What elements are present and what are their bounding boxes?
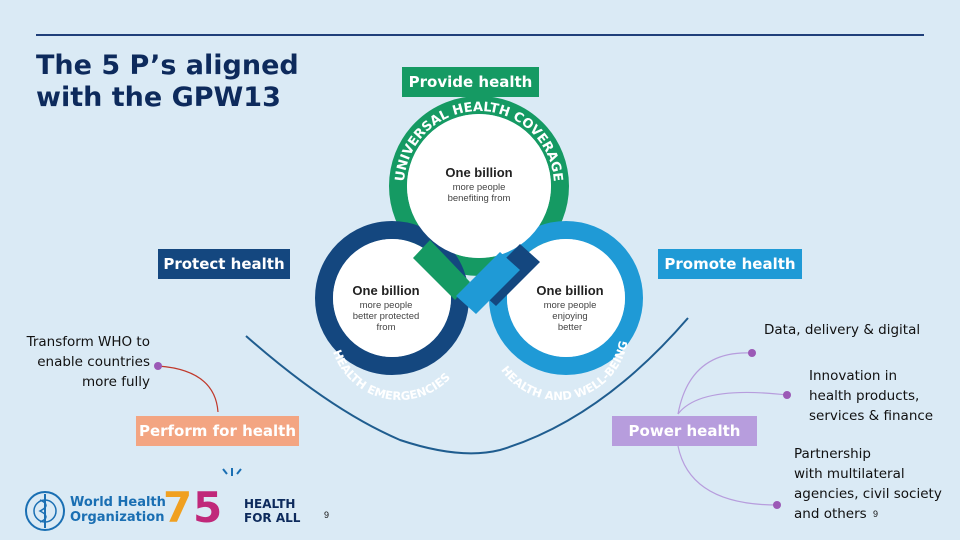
note-transform: Transform WHO to enable countries more f…	[20, 332, 150, 392]
uhc-line1: more people	[453, 182, 506, 193]
swoosh-line	[245, 317, 689, 455]
note-partnership-line: Partnership	[794, 446, 871, 462]
top-rule	[36, 34, 924, 36]
uhc-center	[407, 114, 551, 258]
power-connector-data	[677, 352, 753, 415]
tag-protect-health: Protect health	[158, 249, 290, 279]
power-dot-data	[748, 349, 756, 357]
who-wordmark-line1: World Health	[70, 495, 166, 510]
note-transform-line: enable countries	[37, 354, 150, 370]
note-partnership-line: agencies, civil society	[794, 486, 942, 502]
emergencies-headline: One billion	[352, 283, 419, 298]
tag-perform-for-health: Perform for health	[136, 416, 299, 446]
anniversary-75-logo: 7 5	[163, 468, 242, 532]
note-partnership-line: with multilateral	[794, 466, 905, 482]
tag-provide-health: Provide health	[402, 67, 539, 97]
hfa-line1: HEALTH	[244, 497, 296, 511]
emergencies-center	[333, 239, 451, 357]
tag-power-health: Power health	[612, 416, 757, 446]
uhc-line2: benefiting from	[448, 193, 511, 204]
wellbeing-line2: enjoying	[552, 311, 587, 322]
wellbeing-center	[507, 239, 625, 357]
note-innovation-line: health products,	[809, 388, 920, 404]
wellbeing-line3: better	[558, 322, 582, 333]
health-for-all-wordmark: HEALTH FOR ALL	[244, 497, 300, 525]
emergencies-line1: more people	[360, 300, 413, 311]
page-title: The 5 P’s aligned with the GPW13	[36, 50, 299, 113]
weave-blue	[456, 252, 520, 314]
anniv-five: 5	[193, 483, 222, 532]
perform-connector-dot	[154, 362, 162, 370]
emergencies-line3: from	[377, 322, 396, 333]
emergencies-line2: better protected	[353, 311, 420, 322]
tag-promote-health: Promote health	[658, 249, 802, 279]
page-number-right: 9	[873, 509, 879, 519]
who-wordmark-line2: Organization	[70, 510, 165, 525]
note-transform-line: more fully	[81, 374, 150, 390]
power-connector-partnership	[677, 445, 778, 506]
power-connector-innovation	[677, 391, 788, 415]
note-partnership: Partnership with multilateral agencies, …	[794, 444, 954, 524]
page-number-left: 9	[324, 510, 330, 520]
weave-green	[413, 240, 470, 300]
who-emblem-icon	[25, 491, 65, 531]
who-wordmark: World Health Organization	[70, 495, 166, 525]
wellbeing-headline: One billion	[536, 283, 603, 298]
note-partnership-line: and others	[794, 506, 867, 522]
hfa-line2: FOR ALL	[244, 511, 301, 525]
note-transform-line: Transform WHO to	[26, 334, 150, 350]
uhc-loop	[389, 96, 569, 276]
note-innovation-line: services & finance	[809, 408, 934, 424]
note-innovation: Innovation in health products, services …	[809, 366, 959, 426]
uhc-headline: One billion	[445, 165, 512, 180]
perform-connector	[157, 365, 219, 413]
power-dot-partnership	[773, 501, 781, 509]
note-data-delivery-digital: Data, delivery & digital	[764, 322, 921, 338]
power-dot-innovation	[783, 391, 791, 399]
wellbeing-line1: more people	[544, 300, 597, 311]
note-innovation-line: Innovation in	[809, 368, 898, 384]
anniv-seven: 7	[163, 483, 192, 532]
